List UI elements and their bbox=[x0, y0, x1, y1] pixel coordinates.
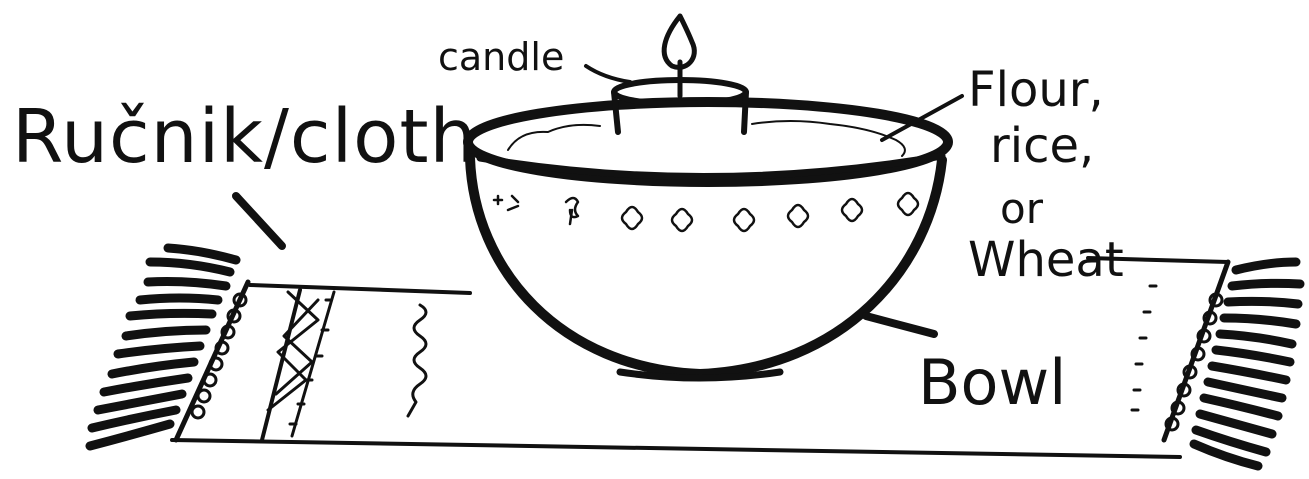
candle-label: candle bbox=[438, 38, 564, 76]
candle-right-side bbox=[744, 92, 746, 132]
cloth-left-band-1 bbox=[262, 290, 300, 440]
cloth-bottom-edge bbox=[172, 440, 1180, 457]
candle-drawing bbox=[614, 16, 746, 132]
cloth-pointer bbox=[236, 196, 282, 246]
candle-left-side bbox=[614, 92, 618, 132]
cloth-right-fringe bbox=[1194, 262, 1300, 466]
flour-label-line-3: or bbox=[1000, 188, 1043, 230]
bowl-pointer bbox=[866, 316, 934, 334]
cloth-right-dashes bbox=[1132, 286, 1156, 410]
flour-label-line-1: Flour, bbox=[968, 66, 1104, 114]
candle-pointer bbox=[586, 66, 630, 82]
bowl-label: Bowl bbox=[918, 352, 1066, 414]
cloth-left-fringe bbox=[90, 248, 236, 446]
bowl-filling bbox=[508, 121, 905, 156]
bowl-body bbox=[470, 158, 942, 374]
flour-label-line-4: Wheat bbox=[968, 236, 1124, 284]
cloth-label: Ručnik/cloth bbox=[12, 100, 477, 174]
bowl-drawing bbox=[468, 102, 948, 378]
flour-label-line-2: rice, bbox=[990, 122, 1094, 170]
bowl-flower-pattern bbox=[494, 193, 918, 231]
cloth-left-squiggle bbox=[408, 305, 426, 416]
cloth-top-edge-left bbox=[250, 285, 470, 293]
